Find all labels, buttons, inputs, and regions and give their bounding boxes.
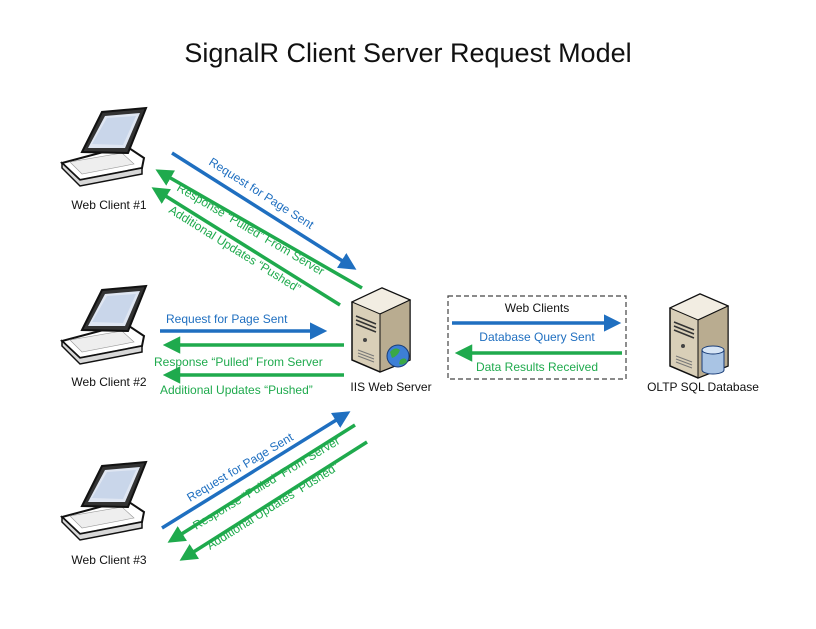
box-title: Web Clients xyxy=(505,301,569,315)
client-1-connections: Request for Page Sent Response “Pulled” … xyxy=(151,151,363,307)
oltp-sql-database: OLTP SQL Database xyxy=(647,293,759,394)
client-3-connections: Request for Page Sent Response “Pulled” … xyxy=(161,411,368,561)
updates-label: Additional Updates “Pushed” xyxy=(160,383,313,397)
web-client-3: Web Client #3 xyxy=(61,461,147,567)
database-label: OLTP SQL Database xyxy=(647,380,759,394)
request-arrow xyxy=(161,411,351,530)
updates-arrow xyxy=(151,187,341,307)
diagram-title: SignalR Client Server Request Model xyxy=(184,38,632,68)
query-label: Database Query Sent xyxy=(479,330,595,344)
laptop-icon xyxy=(61,285,147,365)
dashed-box xyxy=(447,295,627,380)
response-arrow xyxy=(167,423,356,543)
server-label: IIS Web Server xyxy=(350,380,431,394)
updates-arrow xyxy=(179,440,368,561)
response-arrow xyxy=(155,169,363,290)
client-3-label: Web Client #3 xyxy=(71,553,146,567)
web-clients-db-box: Web Clients Database Query Sent Data Res… xyxy=(447,295,627,380)
web-client-2: Web Client #2 xyxy=(61,285,147,389)
client-2-connections: Request for Page Sent Response “Pulled” … xyxy=(154,312,344,397)
laptop-icon xyxy=(61,107,147,187)
web-client-1: Web Client #1 xyxy=(61,107,147,212)
response-label: Response “Pulled” From Server xyxy=(154,355,323,369)
client-2-label: Web Client #2 xyxy=(71,375,146,389)
laptop-icon xyxy=(61,461,147,541)
server-globe-icon xyxy=(351,287,411,373)
results-label: Data Results Received xyxy=(476,360,598,374)
client-1-label: Web Client #1 xyxy=(71,198,146,212)
request-arrow xyxy=(171,151,357,270)
iis-web-server: IIS Web Server xyxy=(350,287,432,394)
request-label: Request for Page Sent xyxy=(166,312,288,326)
server-database-icon xyxy=(669,293,729,379)
